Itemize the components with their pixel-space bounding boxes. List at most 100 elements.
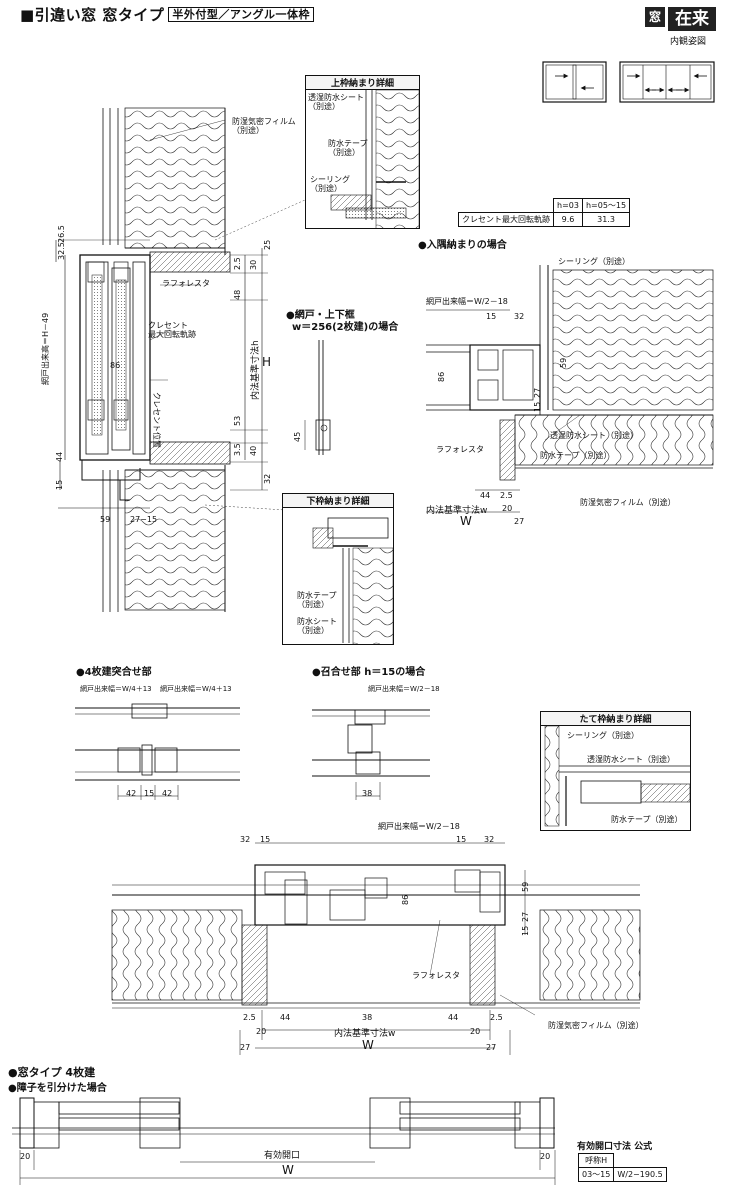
dim-27-15: 27−15 <box>130 515 158 524</box>
window-badge: 窓 <box>645 7 665 27</box>
opening-formula-table: 呼称H 03〜15 W/2−190.5 <box>577 1153 667 1182</box>
four-panel-type-title: ●窓タイプ 4枚建 <box>8 1066 96 1079</box>
dim-15: 15 <box>55 479 64 490</box>
top-detail-sealing-label: シーリング （別途） <box>310 175 350 193</box>
corner-sealing-label: シーリング（別途） <box>558 257 630 266</box>
crescent-position-label: クレセント位置 <box>152 392 161 448</box>
opening-range-cell: 03〜15 <box>577 1167 615 1182</box>
corner-dim-59: 59 <box>559 357 568 368</box>
dim-2-5: 2.5 <box>233 257 242 270</box>
dim-3-5: 3.5 <box>233 443 242 456</box>
four-panel-type-subtitle: ●障子を引分けた場合 <box>8 1083 107 1094</box>
side-frame-detail-title: たて枠納まり詳細 <box>541 712 690 726</box>
h-dim-59: 59 <box>521 881 530 892</box>
h-inner-w: 内法基準寸法w <box>334 1029 396 1039</box>
meeting-dim-38: 38 <box>362 789 373 798</box>
crescent-rotation-table: h=03 h=05〜15 クレセント最大回転軌跡 9.6 31.3 <box>458 198 631 227</box>
corner-dim-32: 32 <box>514 312 525 321</box>
side-detail-sealing-label: シーリング（別途） <box>567 731 639 740</box>
h-dim-27v: 27 <box>521 911 530 922</box>
h-dim-44r: 44 <box>448 1013 459 1022</box>
dim-32-5: 32.5 <box>57 242 66 260</box>
crescent-track-label: クレセント 最大回転軌跡 <box>148 321 196 339</box>
val-h05-15: 31.3 <box>581 212 631 227</box>
corner-section <box>426 265 714 513</box>
inner-dim-h-label: 内法基準寸法h <box>251 340 261 400</box>
bottom-detail-sheet-label: 防水シート （別途） <box>297 617 337 635</box>
meeting-title-text: ●召合せ部 <box>312 667 361 678</box>
h-dim-15: 15 <box>260 835 271 844</box>
bottom-frame-detail-box: 下枠納まり詳細 防水テープ （別途） 防水シート （別途） <box>282 493 394 645</box>
fpt-opening: 有効開口 <box>264 1151 301 1161</box>
meeting-h15-drawing <box>312 709 430 800</box>
opening-col-header: 呼称H <box>577 1153 615 1168</box>
corner-film-label: 防湿気密フィルム（別途） <box>580 498 676 507</box>
corner-dim-27: 27 <box>533 387 542 398</box>
screen-frame-subtitle: w＝256(2枚建)の場合 <box>292 322 399 333</box>
lafolesta-label: ラフォレスタ <box>162 279 210 288</box>
screen-frame-title: ●網戸・上下框 <box>286 310 355 321</box>
table-corner <box>458 198 554 213</box>
h-dim-20r: 20 <box>470 1027 481 1036</box>
top-frame-detail-drawing <box>330 90 419 228</box>
meeting-title-h: h＝15の場合 <box>364 667 426 678</box>
h-dim-15v: 15 <box>521 925 530 936</box>
screen-dim-45: 45 <box>293 431 302 442</box>
h-dim-27l: 27 <box>240 1043 251 1052</box>
page-title: ■引違い窓 窓タイプ半外付型／アングル一体枠 <box>20 4 314 25</box>
h-screen-w: 網戸出来幅＝W/2－18 <box>378 822 460 831</box>
side-detail-sheet-label: 透湿防水シート（別途） <box>587 755 675 764</box>
h-dim-27r: 27 <box>486 1043 497 1052</box>
four-panel-type-drawing <box>12 1097 556 1185</box>
dim-44: 44 <box>55 451 64 462</box>
corner-W: W <box>460 514 472 528</box>
corner-title: ●入隅納まりの場合 <box>418 240 507 251</box>
top-detail-sheet-label: 透湿防水シート （別途） <box>308 93 364 111</box>
title-text: ■引違い窓 窓タイプ <box>20 6 165 24</box>
corner-dim-27b: 27 <box>514 517 525 526</box>
four-panel-screen-w1: 網戸出来幅＝W/4＋13 <box>80 685 152 693</box>
h-dim-44l: 44 <box>280 1013 291 1022</box>
corner-dim-44: 44 <box>480 491 491 500</box>
top-frame-detail-title: 上枠納まり詳細 <box>306 76 419 90</box>
corner-dim-15: 15 <box>486 312 497 321</box>
four-panel-dim-15: 15 <box>144 789 155 798</box>
fpt-W: W <box>282 1163 294 1177</box>
corner-dim-20: 20 <box>502 504 513 513</box>
dim-40: 40 <box>249 445 258 456</box>
corner-tape-label: 防水テープ（別途） <box>540 451 612 460</box>
corner-dim-15b: 15 <box>533 401 542 412</box>
meeting-screen-w: 網戸出来幅＝W/2－18 <box>368 685 440 693</box>
vertical-section <box>55 107 306 612</box>
H-label: H <box>262 355 272 369</box>
conventional-badge: 在来 <box>668 7 716 31</box>
elevation-2-panel <box>542 61 607 103</box>
screen-height-label: 網戸出来高＝H－49 <box>41 312 50 385</box>
interior-view-label: 内観姿図 <box>670 37 707 47</box>
dim-53: 53 <box>233 415 242 426</box>
row-label: クレセント最大回転軌跡 <box>458 212 554 227</box>
dim-26-5: 26.5 <box>57 225 66 243</box>
h-dim-15r: 15 <box>456 835 467 844</box>
dim-30: 30 <box>249 259 258 270</box>
four-panel-screen-w2: 網戸出来幅＝W/4＋13 <box>160 685 232 693</box>
corner-lafolesta-label: ラフォレスタ <box>436 445 484 454</box>
bottom-detail-tape-label: 防水テープ （別途） <box>297 591 337 609</box>
dim-48: 48 <box>233 289 242 300</box>
corner-inner-w: 内法基準寸法w <box>426 506 488 516</box>
top-frame-detail-box: 上枠納まり詳細 透湿防水シート （別途） 防水テープ （別途） シーリング （別… <box>305 75 420 229</box>
fpt-dim-20l: 20 <box>20 1152 31 1161</box>
elevation-4-panel <box>619 61 715 103</box>
top-detail-tape-label: 防水テープ （別途） <box>328 139 368 157</box>
opening-empty-cell <box>613 1153 667 1168</box>
h-dim-32r: 32 <box>484 835 495 844</box>
four-panel-meeting-drawing <box>75 703 240 800</box>
opening-formula-cell: W/2−190.5 <box>613 1167 667 1182</box>
fpt-dim-20r: 20 <box>540 1152 551 1161</box>
side-detail-tape-label: 防水テープ（別途） <box>611 815 683 824</box>
dim-86: 86 <box>110 361 121 370</box>
frame-type-box: 半外付型／アングル一体枠 <box>168 7 314 22</box>
h-lafolesta: ラフォレスタ <box>412 971 460 980</box>
screen-frame-drawing <box>304 340 331 455</box>
opening-table-title: 有効開口寸法 公式 <box>577 1142 653 1152</box>
